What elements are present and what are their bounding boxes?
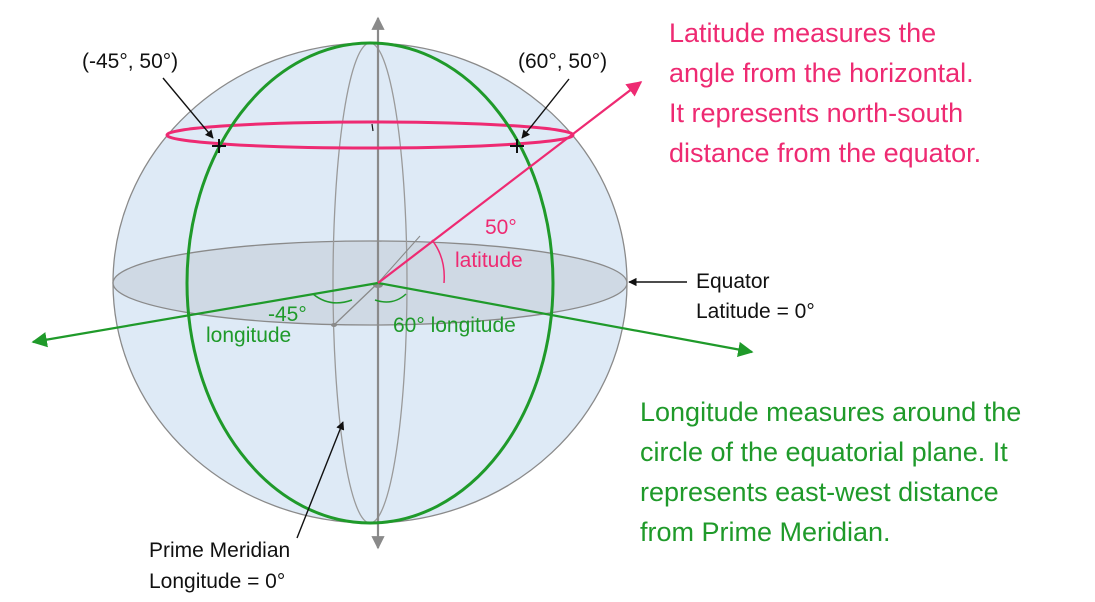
longitude-note-line: circle of the equatorial plane. It: [640, 437, 1008, 467]
latitude-angle-word: latitude: [455, 249, 523, 272]
latitude-arrow: [377, 81, 643, 284]
west-longitude-value: -45°: [268, 303, 307, 326]
equator-value: Latitude = 0°: [696, 300, 815, 323]
east-longitude-angle-arc: [374, 293, 407, 303]
west-point-label: (-45°, 50°): [82, 50, 178, 73]
latitude-angle-value: 50°: [485, 216, 517, 239]
longitude-note-line: Longitude measures around the: [640, 397, 1021, 427]
latitude-note: Latitude measures the angle from the hor…: [669, 18, 981, 168]
equator-name: Equator: [696, 270, 770, 293]
latitude-note-line: distance from the equator.: [669, 138, 981, 168]
prime-meridian-value: Longitude = 0°: [149, 570, 285, 593]
small-tick: [371, 123, 374, 132]
projection-line: [377, 235, 421, 284]
latitude-note-line: It represents north-south: [669, 98, 963, 128]
longitude-note: Longitude measures around the circle of …: [640, 397, 1021, 547]
west-longitude-arrow: [31, 281, 379, 348]
latitude-note-line: Latitude measures the: [669, 18, 936, 48]
east-longitude-label: 60° longitude: [393, 314, 516, 337]
prime-meridian-callout: [296, 421, 345, 539]
east-point-label: (60°, 50°): [518, 50, 607, 73]
east-point-callout: [521, 78, 570, 139]
west-longitude-word: longitude: [206, 324, 291, 347]
east-point-marker: [510, 139, 524, 153]
latitude-note-line: angle from the horizontal.: [669, 58, 974, 88]
west-point-callout: [162, 77, 214, 139]
prime-meridian-name: Prime Meridian: [149, 539, 290, 562]
latitude-angle-arc: [431, 239, 445, 284]
west-longitude-angle-arc: [312, 293, 353, 304]
prime-meridian-direction: [333, 282, 379, 326]
longitude-meridian: [185, 41, 555, 525]
east-longitude-arrow: [377, 281, 754, 358]
longitude-note-line: from Prime Meridian.: [640, 517, 891, 547]
west-point-marker: [212, 139, 226, 153]
equatorial-plane: [112, 240, 628, 326]
prime-meridian-point: [331, 323, 337, 327]
longitude-note-line: represents east-west distance: [640, 477, 999, 507]
